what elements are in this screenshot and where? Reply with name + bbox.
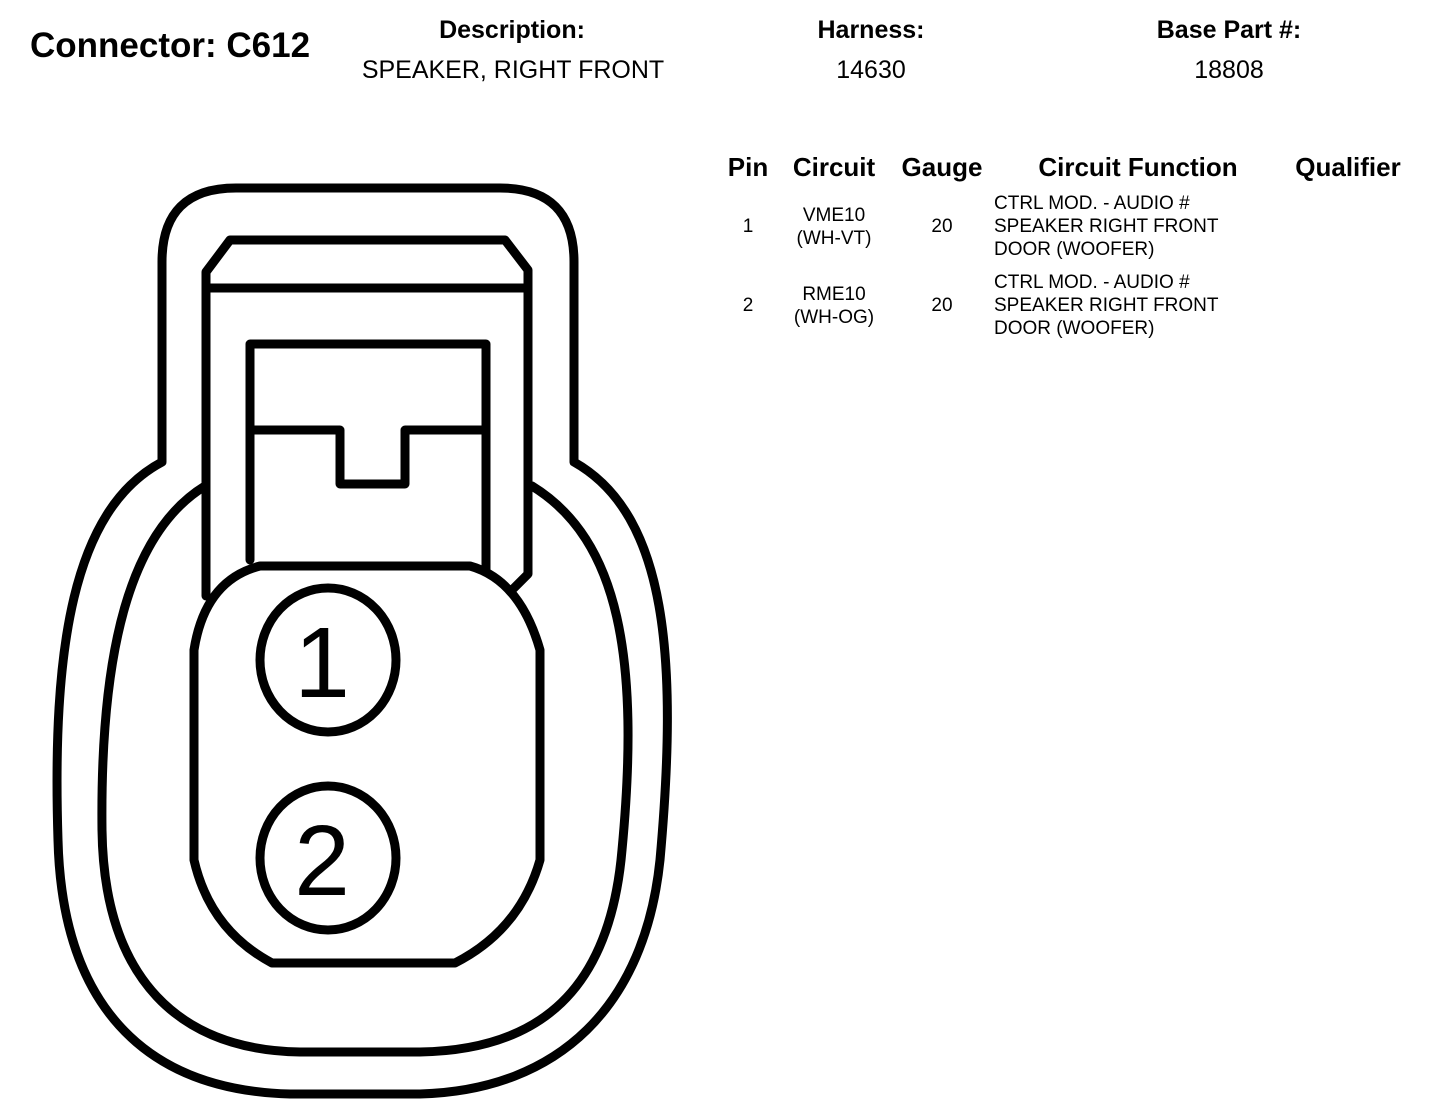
circuit-function: CTRL MOD. - AUDIO # SPEAKER RIGHT FRONT … (994, 271, 1219, 340)
circuit-id: VME10 (802, 205, 866, 226)
wire-gauge: 20 (931, 295, 953, 316)
connector-face-diagram: 1 2 (52, 183, 672, 1099)
tab-window (245, 339, 491, 575)
pin-1-cavity (255, 583, 401, 737)
base-part-value: 18808 (1194, 56, 1264, 84)
description-value: SPEAKER, RIGHT FRONT (361, 56, 665, 84)
function-line: DOOR (WOOFER) (994, 239, 1155, 260)
column-header-circuit: Circuit (792, 152, 876, 182)
column-header-gauge: Gauge (901, 152, 983, 182)
pin-number: 1 (742, 216, 754, 237)
wire-color: (WH-OG) (793, 307, 875, 328)
connector-housing-outer (52, 183, 672, 1099)
connector-title: Connector: C612 (30, 26, 311, 65)
pin-1-label: 1 (294, 607, 350, 719)
wire-color: (WH-VT) (796, 228, 872, 249)
base-part-label: Base Part #: (1156, 16, 1302, 44)
function-line: CTRL MOD. - AUDIO # (994, 272, 1190, 293)
pin-number: 2 (742, 295, 754, 316)
function-line: DOOR (WOOFER) (994, 318, 1155, 339)
circuit-function: CTRL MOD. - AUDIO # SPEAKER RIGHT FRONT … (994, 192, 1219, 261)
circuit-code: RME10 (WH-OG) (779, 283, 889, 329)
wire-gauge: 20 (931, 216, 953, 237)
circuit-id: RME10 (802, 284, 866, 305)
function-line: CTRL MOD. - AUDIO # (994, 193, 1190, 214)
locking-tab (201, 235, 533, 601)
column-header-pin: Pin (727, 152, 769, 182)
function-line: SPEAKER RIGHT FRONT (994, 216, 1219, 237)
function-line: SPEAKER RIGHT FRONT (994, 295, 1219, 316)
description-label: Description: (439, 16, 585, 44)
pin-cavity-body (189, 561, 545, 968)
pin-2-cavity (255, 781, 401, 935)
harness-label: Harness: (817, 16, 925, 44)
connector-housing-inner (97, 481, 633, 1057)
harness-value: 14630 (836, 56, 906, 84)
circuit-code: VME10 (WH-VT) (779, 204, 889, 250)
column-header-qualifier: Qualifier (1295, 152, 1401, 182)
pin-2-label: 2 (294, 805, 350, 917)
column-header-circuit-function: Circuit Function (1038, 152, 1238, 182)
